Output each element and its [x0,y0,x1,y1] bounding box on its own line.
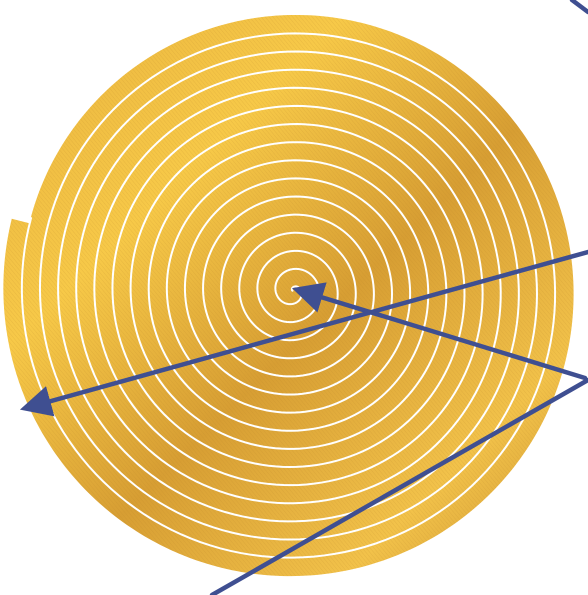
gold-disc-texture [3,15,573,576]
top-right-corner-line [572,0,588,12]
gold-spiral-disc [3,15,573,576]
